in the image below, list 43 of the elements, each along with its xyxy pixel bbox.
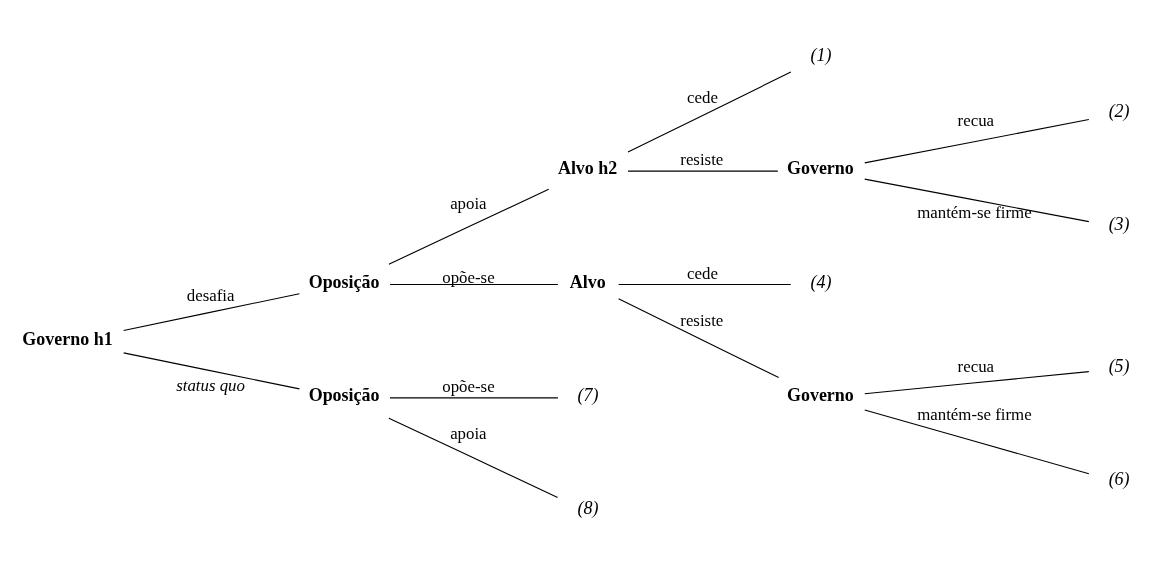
edge-label: status quo [176, 376, 245, 396]
node-text: (7) [577, 385, 599, 406]
edge-label: resiste [680, 311, 724, 331]
connector [388, 417, 559, 498]
node-text: Governo [786, 385, 854, 406]
node-text: Oposição [308, 271, 380, 292]
connector [123, 352, 300, 390]
node-text: (4) [810, 271, 832, 292]
node-text: (3) [1108, 214, 1130, 235]
node-text: (5) [1108, 355, 1130, 376]
connector [123, 293, 300, 331]
node-text: (2) [1108, 100, 1130, 121]
node-text: (6) [1108, 469, 1130, 490]
edge-label: recua [957, 357, 995, 377]
node-text: Oposição [308, 385, 380, 406]
node-text: (8) [577, 498, 599, 519]
connector [627, 170, 779, 172]
edge-label: mantém-se firme [917, 203, 1032, 223]
node-text: Alvo [569, 271, 606, 292]
node-text: (1) [810, 44, 832, 65]
connector [864, 118, 1090, 164]
edge-label: cede [687, 87, 718, 107]
connector [618, 283, 792, 286]
edge-label: apoia [450, 424, 487, 444]
node-text: Governo h1 [22, 328, 113, 349]
node-text: Governo [786, 158, 854, 179]
edge-label: cede [687, 263, 718, 283]
edge-label: opõe-se [442, 268, 495, 288]
node-text: Alvo h2 [557, 158, 618, 179]
edge-label: apoia [450, 194, 487, 214]
connector [389, 283, 559, 286]
edge-label: desafia [186, 286, 235, 306]
connector [618, 298, 780, 379]
connector [627, 71, 792, 153]
edge-label: resiste [680, 150, 724, 170]
connector [864, 409, 1090, 475]
connector [389, 397, 559, 399]
connector [388, 188, 550, 265]
edge-label: opõe-se [442, 377, 495, 397]
edge-label: mantém-se firme [917, 405, 1032, 425]
connector [864, 371, 1090, 395]
edge-label: recua [957, 111, 995, 131]
connector [864, 178, 1090, 223]
